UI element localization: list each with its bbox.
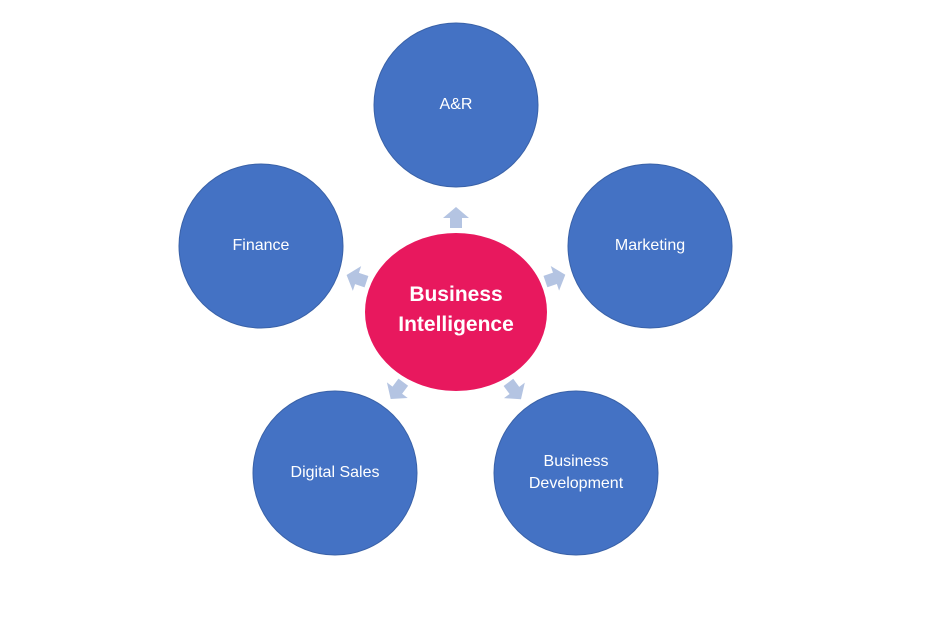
arrow-shape [346, 266, 369, 291]
node-ar: A&R [373, 22, 539, 188]
node-label-line: Development [529, 475, 624, 492]
arrow-to-ar [443, 207, 469, 228]
arrow-shape [386, 378, 409, 399]
arrow-to-finance [346, 266, 369, 291]
node-finance: Finance [178, 163, 344, 329]
node-label-line: Business [544, 453, 609, 470]
center-label-line: Business [409, 283, 502, 306]
arrow-to-business-development [503, 378, 525, 400]
arrows-group [346, 207, 566, 400]
center-ellipse [363, 231, 549, 393]
node-circle [493, 390, 659, 556]
arrow-shape [543, 265, 566, 291]
center-label-line: Intelligence [398, 313, 514, 336]
node-label-line: Digital Sales [291, 464, 380, 481]
node-label-line: A&R [440, 96, 473, 113]
node-label: A&R [440, 96, 473, 113]
arrow-to-marketing [543, 265, 566, 291]
arrow-shape [443, 207, 469, 228]
arrow-shape [503, 378, 525, 400]
node-label: Marketing [615, 237, 685, 254]
node-marketing: Marketing [567, 163, 733, 329]
node-label-line: Finance [233, 237, 290, 254]
node-digital-sales: Digital Sales [252, 390, 418, 556]
node-circle [178, 163, 344, 329]
node-circle [567, 163, 733, 329]
node-circle [252, 390, 418, 556]
node-label: Finance [233, 237, 290, 254]
arrow-to-digital-sales [386, 378, 409, 399]
node-circle [373, 22, 539, 188]
node-label: Digital Sales [291, 464, 380, 481]
node-label-line: Marketing [615, 237, 685, 254]
